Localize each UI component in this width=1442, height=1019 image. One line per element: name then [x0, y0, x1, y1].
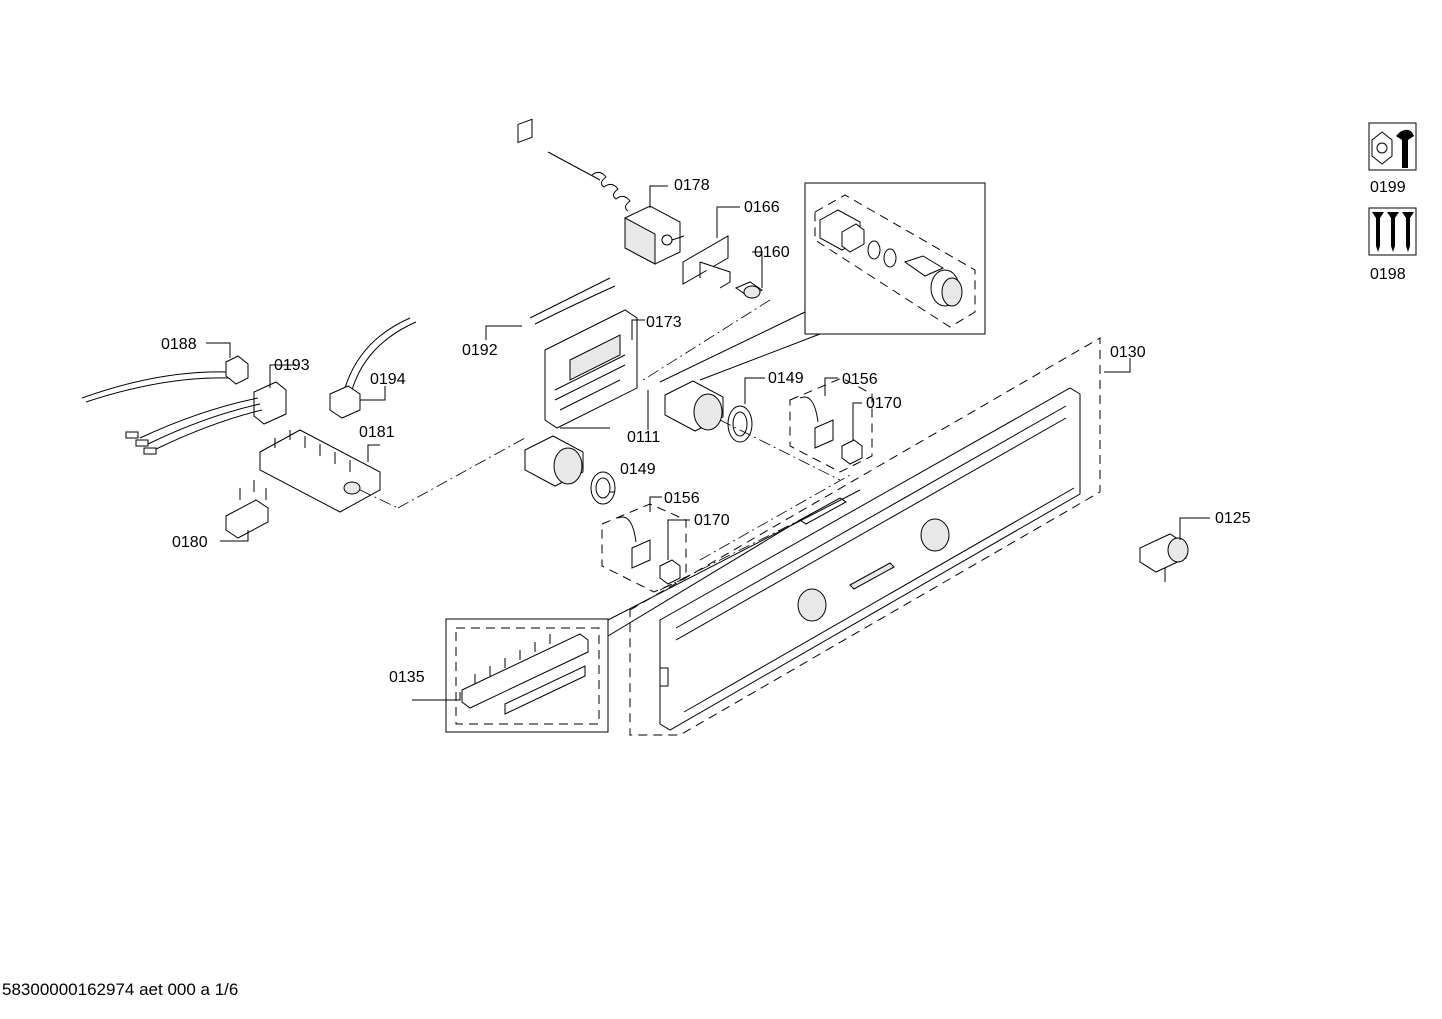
- document-footer-code: 58300000162974 aet 000 a 1/6: [2, 980, 239, 999]
- label-0199: 0199: [1370, 179, 1406, 196]
- wrench-nut-icon: [1368, 122, 1417, 171]
- part-0125: [1139, 517, 1210, 582]
- knob-detail-box: [659, 182, 986, 383]
- label-0149-lower: 0149: [620, 461, 656, 478]
- label-0125: 0125: [1215, 510, 1251, 527]
- label-0111: 0111: [627, 429, 660, 446]
- knob-detail-parts: [819, 209, 963, 307]
- switch-lower-part: [524, 427, 610, 487]
- label-0194: 0194: [370, 371, 406, 388]
- clip-part: [220, 480, 269, 542]
- control-panel-part: [607, 337, 1131, 736]
- label-0160: 0160: [754, 244, 790, 261]
- lamp-holder-lower-part: [601, 496, 690, 593]
- label-0156-upper: 0156: [842, 371, 878, 388]
- screw-set-icon: [1368, 207, 1417, 256]
- connector-0194-part: [329, 317, 417, 419]
- label-0135: 0135: [389, 669, 425, 686]
- label-0178: 0178: [674, 177, 710, 194]
- wiring-harness-part: [81, 342, 296, 455]
- label-0188: 0188: [161, 336, 197, 353]
- label-0193: 0193: [274, 357, 310, 374]
- bracket-part: [682, 206, 740, 289]
- ring-upper-part: [727, 377, 765, 443]
- label-0170-lower: 0170: [694, 512, 730, 529]
- label-0180: 0180: [172, 534, 208, 551]
- label-0130: 0130: [1110, 344, 1146, 361]
- lamp-holder-upper-part: [719, 377, 873, 481]
- label-0181: 0181: [359, 424, 395, 441]
- connector-0192-part: [485, 118, 616, 340]
- label-0192: 0192: [462, 342, 498, 359]
- label-0156-lower: 0156: [664, 490, 700, 507]
- thermostat-part: [547, 151, 685, 265]
- label-0198: 0198: [1370, 266, 1406, 283]
- label-0149-upper: 0149: [768, 370, 804, 387]
- terminal-block-part: [259, 429, 526, 513]
- switch-upper-part: [647, 380, 724, 432]
- lamp-part: [639, 251, 771, 383]
- detail-box-0135: [412, 618, 609, 733]
- label-0166: 0166: [744, 199, 780, 216]
- control-module-part: [544, 309, 645, 429]
- ring-lower-part: [590, 471, 616, 505]
- label-0170-upper: 0170: [866, 395, 902, 412]
- label-0173: 0173: [646, 314, 682, 331]
